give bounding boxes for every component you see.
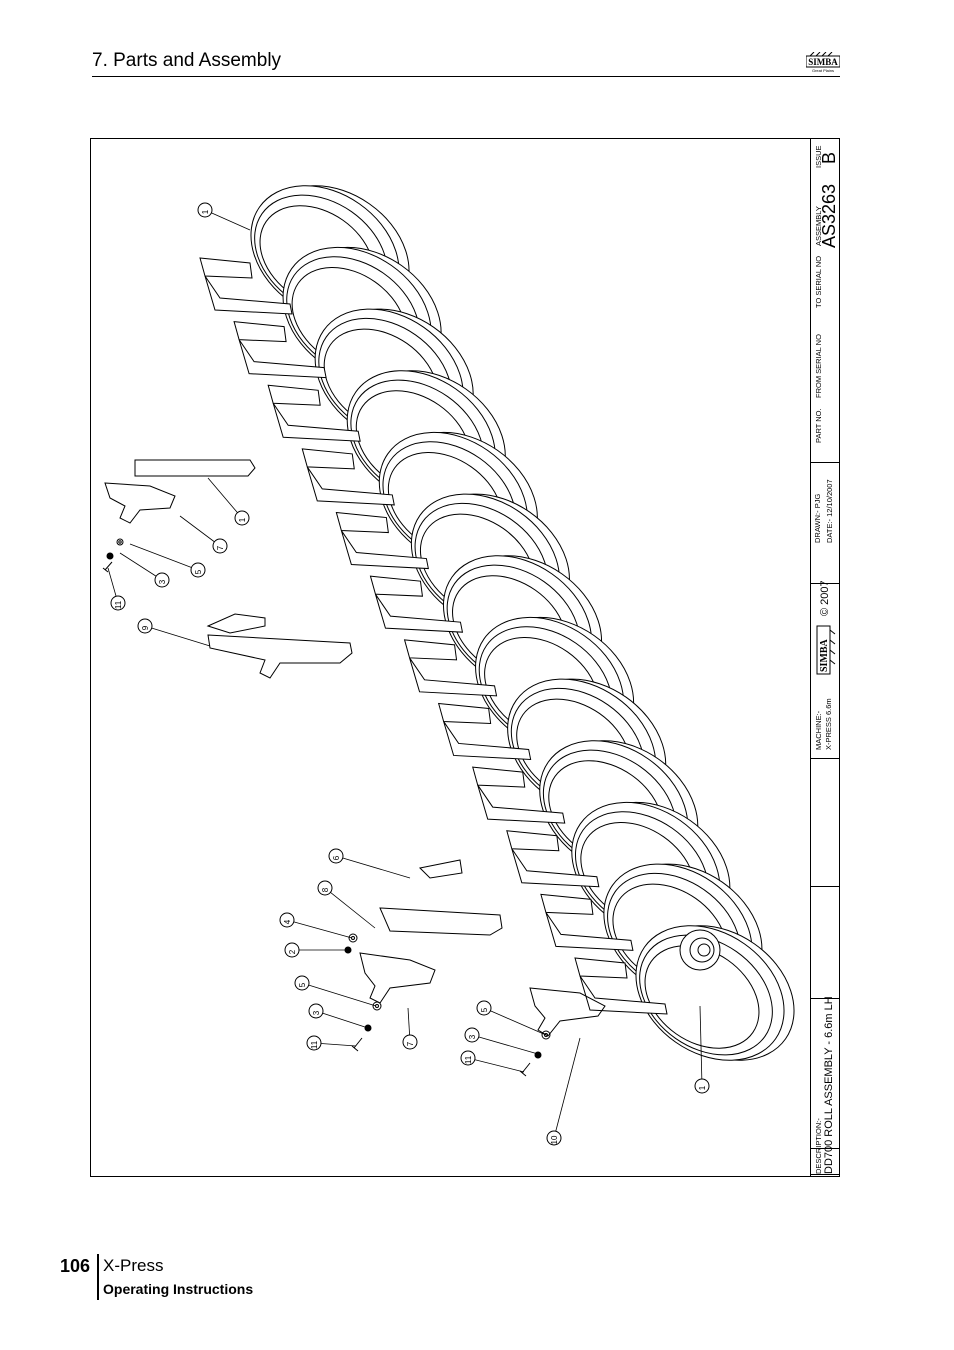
callout-label: 3 — [468, 1034, 477, 1039]
callout-label: 7 — [216, 545, 225, 550]
callout-leader — [335, 855, 411, 879]
callout-leader — [467, 1057, 525, 1073]
callout-label: 6 — [332, 855, 341, 860]
callout-bubble: 4 — [279, 912, 295, 928]
callout-bubble: 1 — [234, 510, 250, 526]
svg-text:SIMBA: SIMBA — [819, 638, 830, 672]
callout-leader — [119, 552, 163, 581]
callout-leader — [204, 209, 251, 231]
title-block: DESCRIPTION:- DD700 ROLL ASSEMBLY - 6.6m… — [810, 138, 840, 1177]
header-divider — [92, 76, 840, 77]
callout-bubble: 5 — [294, 975, 310, 991]
footer-divider — [97, 1254, 99, 1300]
callout-bubble: 8 — [317, 880, 333, 896]
callout-label: 11 — [464, 1055, 473, 1064]
callout-bubble: 10 — [546, 1130, 562, 1146]
callout-bubble: 1 — [694, 1078, 710, 1094]
callout-bubble: 7 — [402, 1034, 418, 1050]
callout-bubble: 5 — [190, 562, 206, 578]
callout-label: 3 — [158, 579, 167, 584]
simba-logo: SIMBA Great Plains — [806, 52, 840, 73]
callout-leader — [129, 543, 199, 571]
machine-label: MACHINE:- — [814, 710, 823, 750]
wheel-hub — [679, 929, 721, 971]
callout-label: 5 — [194, 569, 203, 574]
callout-label: 11 — [310, 1040, 319, 1049]
callout-bubble: 11 — [306, 1035, 322, 1051]
callout-leader — [553, 1037, 581, 1139]
issue-letter: B — [819, 151, 839, 164]
callout-bubble: 6 — [328, 848, 344, 864]
assembly-number: AS3263 — [819, 183, 839, 248]
wheel-bracket — [437, 702, 532, 760]
press-wheels — [250, 185, 795, 1061]
product-name: X-Press — [103, 1256, 164, 1275]
callout-bubble: 11 — [110, 595, 126, 611]
wheel-bracket — [233, 321, 327, 379]
description-label: DESCRIPTION:- — [814, 1118, 823, 1174]
callout-bubble: 2 — [284, 942, 300, 958]
callout-label: 1 — [238, 517, 247, 522]
drawing-description: DD700 ROLL ASSEMBLY - 6.6m LH — [823, 996, 835, 1174]
callout-leader — [315, 1010, 369, 1029]
callout-bubble: 3 — [308, 1003, 324, 1019]
drawing-frame — [90, 138, 840, 1177]
part-no-label: PART NO. — [814, 408, 823, 443]
callout-label: 2 — [288, 949, 297, 954]
wheel-bracket — [199, 257, 293, 315]
callout-bubble: 3 — [464, 1027, 480, 1043]
copyright: © 2007 — [819, 580, 831, 616]
callout-label: 4 — [283, 919, 292, 924]
callout-bubble: 5 — [476, 1000, 492, 1016]
callout-leader — [483, 1007, 547, 1036]
callout-bubble: 11 — [460, 1050, 476, 1066]
callout-label: 1 — [201, 209, 210, 214]
callout-leader — [144, 625, 211, 647]
callout-label: 5 — [480, 1007, 489, 1012]
callout-leader — [699, 1005, 703, 1087]
callout-leader — [207, 477, 243, 519]
wheel-bracket — [335, 511, 429, 570]
section-title: 7. Parts and Assembly — [92, 50, 282, 71]
callout-bubble: 3 — [154, 572, 170, 588]
wheel-brackets — [199, 257, 668, 1015]
callout-leader — [179, 515, 221, 547]
wheel-bracket — [301, 448, 395, 506]
callout-label: 1 — [698, 1085, 707, 1090]
wheel-bracket — [506, 830, 600, 888]
drawing-date: DATE:- 12/10/2007 — [825, 479, 834, 543]
callout-label: 7 — [406, 1041, 415, 1046]
wheel-bracket — [403, 639, 498, 697]
callout-bubble: 9 — [137, 618, 153, 634]
wheel-bracket — [540, 893, 634, 951]
machine-name: X-PRESS 6.6m — [824, 698, 833, 750]
callout-label: 3 — [312, 1010, 321, 1015]
to-serial-label: TO SERIAL NO — [814, 255, 823, 308]
callout-leaders — [107, 209, 703, 1139]
wheel-bracket — [267, 384, 361, 442]
callout-label: 8 — [321, 887, 330, 892]
svg-text:Great Plains: Great Plains — [812, 68, 834, 73]
wheel-bracket — [472, 766, 566, 824]
callout-bubble: 1 — [197, 202, 213, 218]
wheel-bracket — [369, 575, 464, 633]
callout-leader — [301, 982, 377, 1007]
callout-bubble: 7 — [212, 538, 228, 554]
callout-leader — [471, 1034, 539, 1055]
drawn-by: DRAWN:- PJG — [813, 493, 822, 543]
callout-label: 9 — [141, 625, 150, 630]
callout-label: 10 — [550, 1135, 559, 1144]
document-subtitle: Operating Instructions — [103, 1281, 254, 1297]
callout-label: 11 — [114, 600, 123, 609]
from-serial-label: FROM SERIAL NO — [814, 334, 823, 398]
page-number: 106 — [60, 1256, 91, 1276]
callout-leader — [286, 919, 353, 939]
simba-logo-small: SIMBA — [816, 625, 836, 675]
callout-leader — [324, 887, 376, 929]
callout-label: 5 — [298, 982, 307, 987]
svg-text:SIMBA: SIMBA — [808, 57, 838, 67]
